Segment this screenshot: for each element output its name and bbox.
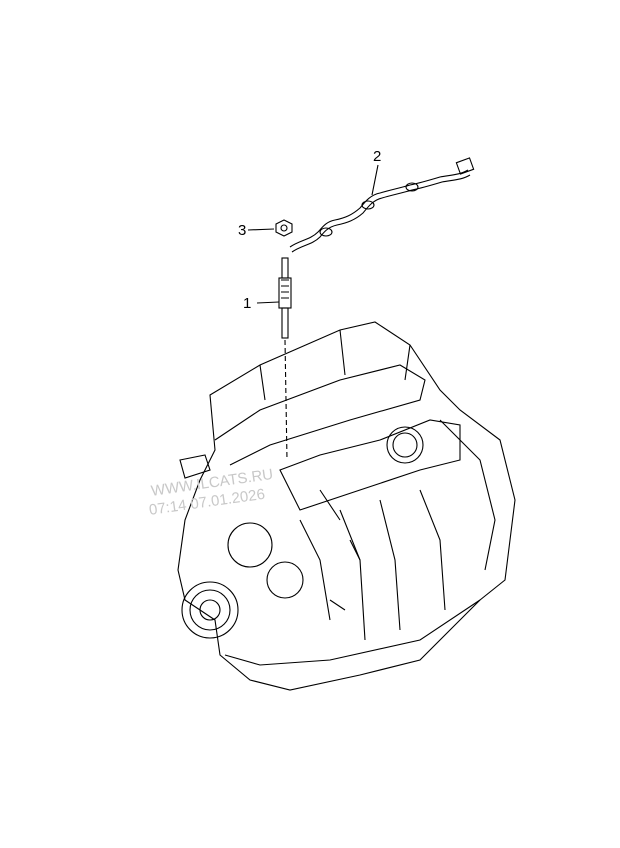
nut[interactable]: [275, 219, 293, 237]
wiring-harness[interactable]: [289, 157, 475, 253]
leader-line-2: [371, 164, 379, 196]
callout-1[interactable]: 1: [243, 295, 252, 312]
callout-2[interactable]: 2: [373, 148, 382, 165]
callout-3[interactable]: 3: [238, 222, 247, 239]
engine-block: [177, 321, 516, 691]
glow-plug[interactable]: [278, 257, 292, 339]
leader-line-3: [247, 228, 275, 231]
leader-line-1: [256, 301, 280, 304]
